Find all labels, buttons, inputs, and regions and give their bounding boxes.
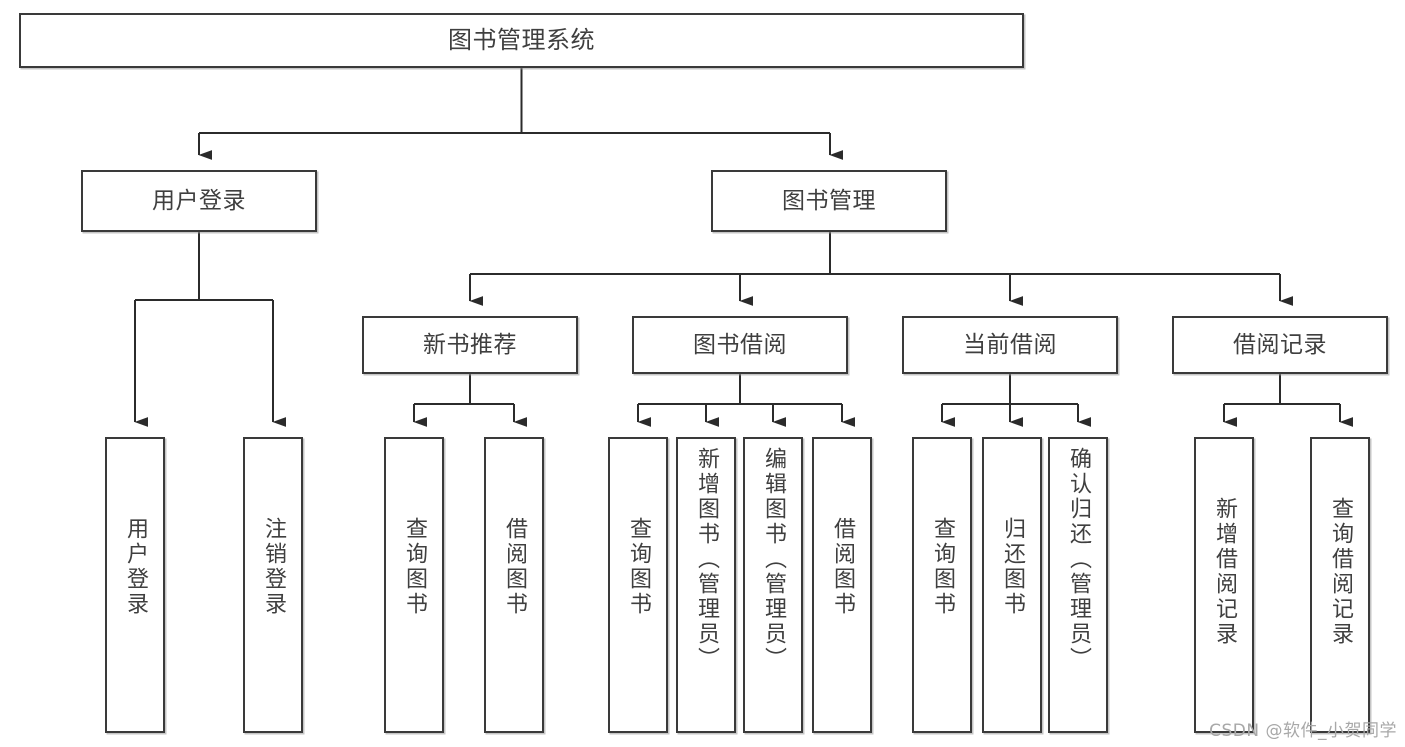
node-label: 新增借阅记录 — [1212, 497, 1237, 647]
leaf-user-login-logout[interactable]: 注销登录 — [243, 437, 303, 733]
node-label: 用户登录 — [152, 187, 246, 214]
node-book-management[interactable]: 图书管理 — [711, 170, 947, 232]
leaf-record-add-record[interactable]: 新增借阅记录 — [1194, 437, 1254, 733]
node-label: 编辑图书（管理员） — [761, 447, 786, 672]
leaf-borrow-borrow-book[interactable]: 借阅图书 — [812, 437, 872, 733]
node-label: 借阅图书 — [830, 517, 855, 617]
node-current-borrow[interactable]: 当前借阅 — [902, 316, 1118, 374]
leaf-current-query-book[interactable]: 查询图书 — [912, 437, 972, 733]
leaf-user-login-login[interactable]: 用户登录 — [105, 437, 165, 733]
node-label: 查询图书 — [626, 517, 651, 617]
node-label: 借阅图书 — [502, 517, 527, 617]
node-borrow-record[interactable]: 借阅记录 — [1172, 316, 1388, 374]
node-label: 新书推荐 — [423, 331, 517, 358]
node-label: 查询图书 — [930, 517, 955, 617]
node-new-book-recommend[interactable]: 新书推荐 — [362, 316, 578, 374]
leaf-borrow-edit-book-admin[interactable]: 编辑图书（管理员） — [743, 437, 803, 733]
watermark-text: CSDN @软件_小贺同学 — [1209, 721, 1397, 741]
node-label: 确认归还（管理员） — [1066, 447, 1091, 672]
node-label: 注销登录 — [261, 517, 286, 617]
leaf-new-book-query[interactable]: 查询图书 — [384, 437, 444, 733]
node-label: 新增图书（管理员） — [694, 447, 719, 672]
leaf-new-book-borrow[interactable]: 借阅图书 — [484, 437, 544, 733]
leaf-current-confirm-return-admin[interactable]: 确认归还（管理员） — [1048, 437, 1108, 733]
node-label: 图书借阅 — [693, 331, 787, 358]
node-book-borrow[interactable]: 图书借阅 — [632, 316, 848, 374]
node-label: 用户登录 — [123, 517, 148, 617]
node-root-system[interactable]: 图书管理系统 — [19, 13, 1024, 68]
leaf-borrow-query-book[interactable]: 查询图书 — [608, 437, 668, 733]
leaf-current-return-book[interactable]: 归还图书 — [982, 437, 1042, 733]
node-label: 借阅记录 — [1233, 331, 1327, 358]
leaf-record-query-record[interactable]: 查询借阅记录 — [1310, 437, 1370, 733]
node-label: 图书管理系统 — [448, 25, 595, 54]
node-label: 查询借阅记录 — [1328, 497, 1353, 647]
node-label: 归还图书 — [1000, 517, 1025, 617]
node-label: 查询图书 — [402, 517, 427, 617]
node-label: 图书管理 — [782, 187, 876, 214]
node-user-login[interactable]: 用户登录 — [81, 170, 317, 232]
node-label: 当前借阅 — [963, 331, 1057, 358]
leaf-borrow-add-book-admin[interactable]: 新增图书（管理员） — [676, 437, 736, 733]
